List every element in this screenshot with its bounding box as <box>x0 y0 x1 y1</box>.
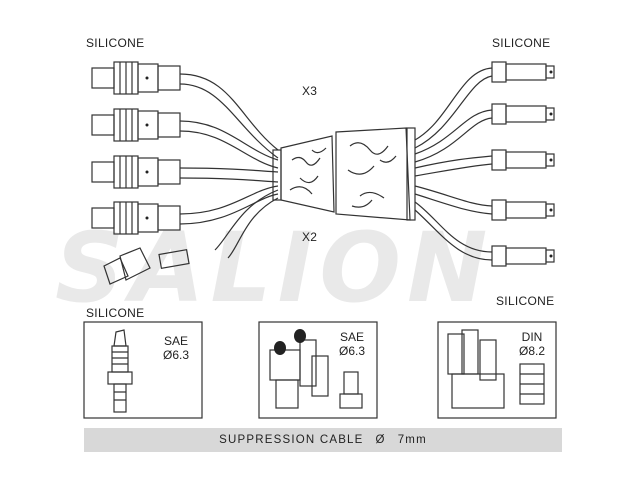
label-silicone-top-right: SILICONE <box>492 36 551 50</box>
panel-middle-standard: SAE <box>339 330 364 344</box>
panel-right-diameter: Ø8.2 <box>518 344 545 358</box>
left-connector-4 <box>91 201 181 235</box>
right-connector-5 <box>491 245 555 267</box>
right-connector-2 <box>491 103 555 125</box>
panel-right-standard: DIN <box>521 330 543 344</box>
caption-text: SUPPRESSION CABLE <box>219 434 364 446</box>
panel-left-standard: SAE <box>163 334 188 348</box>
caption-size: 7mm <box>397 434 427 446</box>
panel-right-frame <box>437 321 557 419</box>
left-connector-2 <box>91 108 181 142</box>
right-connector-1 <box>491 61 555 83</box>
panel-right-spec: DIN Ø8.2 <box>512 330 552 358</box>
right-connector-3 <box>491 149 555 171</box>
panel-middle-frame <box>258 321 378 419</box>
panel-middle-diameter: Ø6.3 <box>338 344 365 358</box>
caption-symbol: Ø <box>375 434 386 446</box>
label-x3: X3 <box>302 84 318 98</box>
label-silicone-top-left: SILICONE <box>86 36 145 50</box>
left-connector-3 <box>91 155 181 189</box>
panel-middle-spec: SAE Ø6.3 <box>332 330 372 358</box>
caption-bar: SUPPRESSION CABLE Ø 7mm <box>84 428 562 452</box>
left-connector-1 <box>91 61 181 95</box>
right-connector-4 <box>491 199 555 221</box>
panel-left-diameter: Ø6.3 <box>162 348 189 362</box>
panel-left-spec: SAE Ø6.3 <box>156 334 196 362</box>
label-silicone-bottom-left: SILICONE <box>86 306 145 320</box>
panel-left-frame <box>83 321 203 419</box>
watermark: SALION <box>55 212 494 324</box>
label-x2: X2 <box>302 230 318 244</box>
label-silicone-bottom-right: SILICONE <box>496 294 555 308</box>
